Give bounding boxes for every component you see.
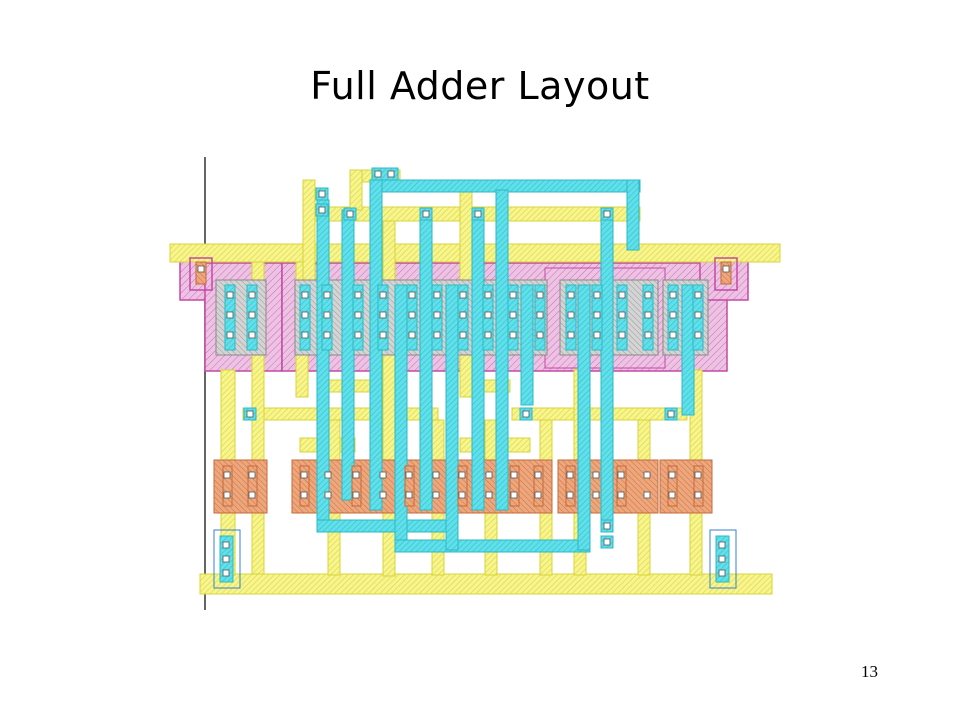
poly-contacts [243, 167, 678, 549]
well-contacts [189, 257, 738, 291]
page-number: 13 [861, 662, 878, 681]
mid-poly-bar-right [511, 407, 688, 421]
nmos-metal-strips [222, 465, 704, 507]
slide-title: Full Adder Layout [310, 64, 650, 108]
pmos-contacts [226, 291, 702, 339]
nmos-contacts [223, 471, 702, 499]
gnd-rail [199, 573, 773, 595]
mid-poly-bar-left [242, 407, 439, 421]
metal1-routing [316, 179, 695, 553]
substrate-contacts [213, 529, 737, 589]
